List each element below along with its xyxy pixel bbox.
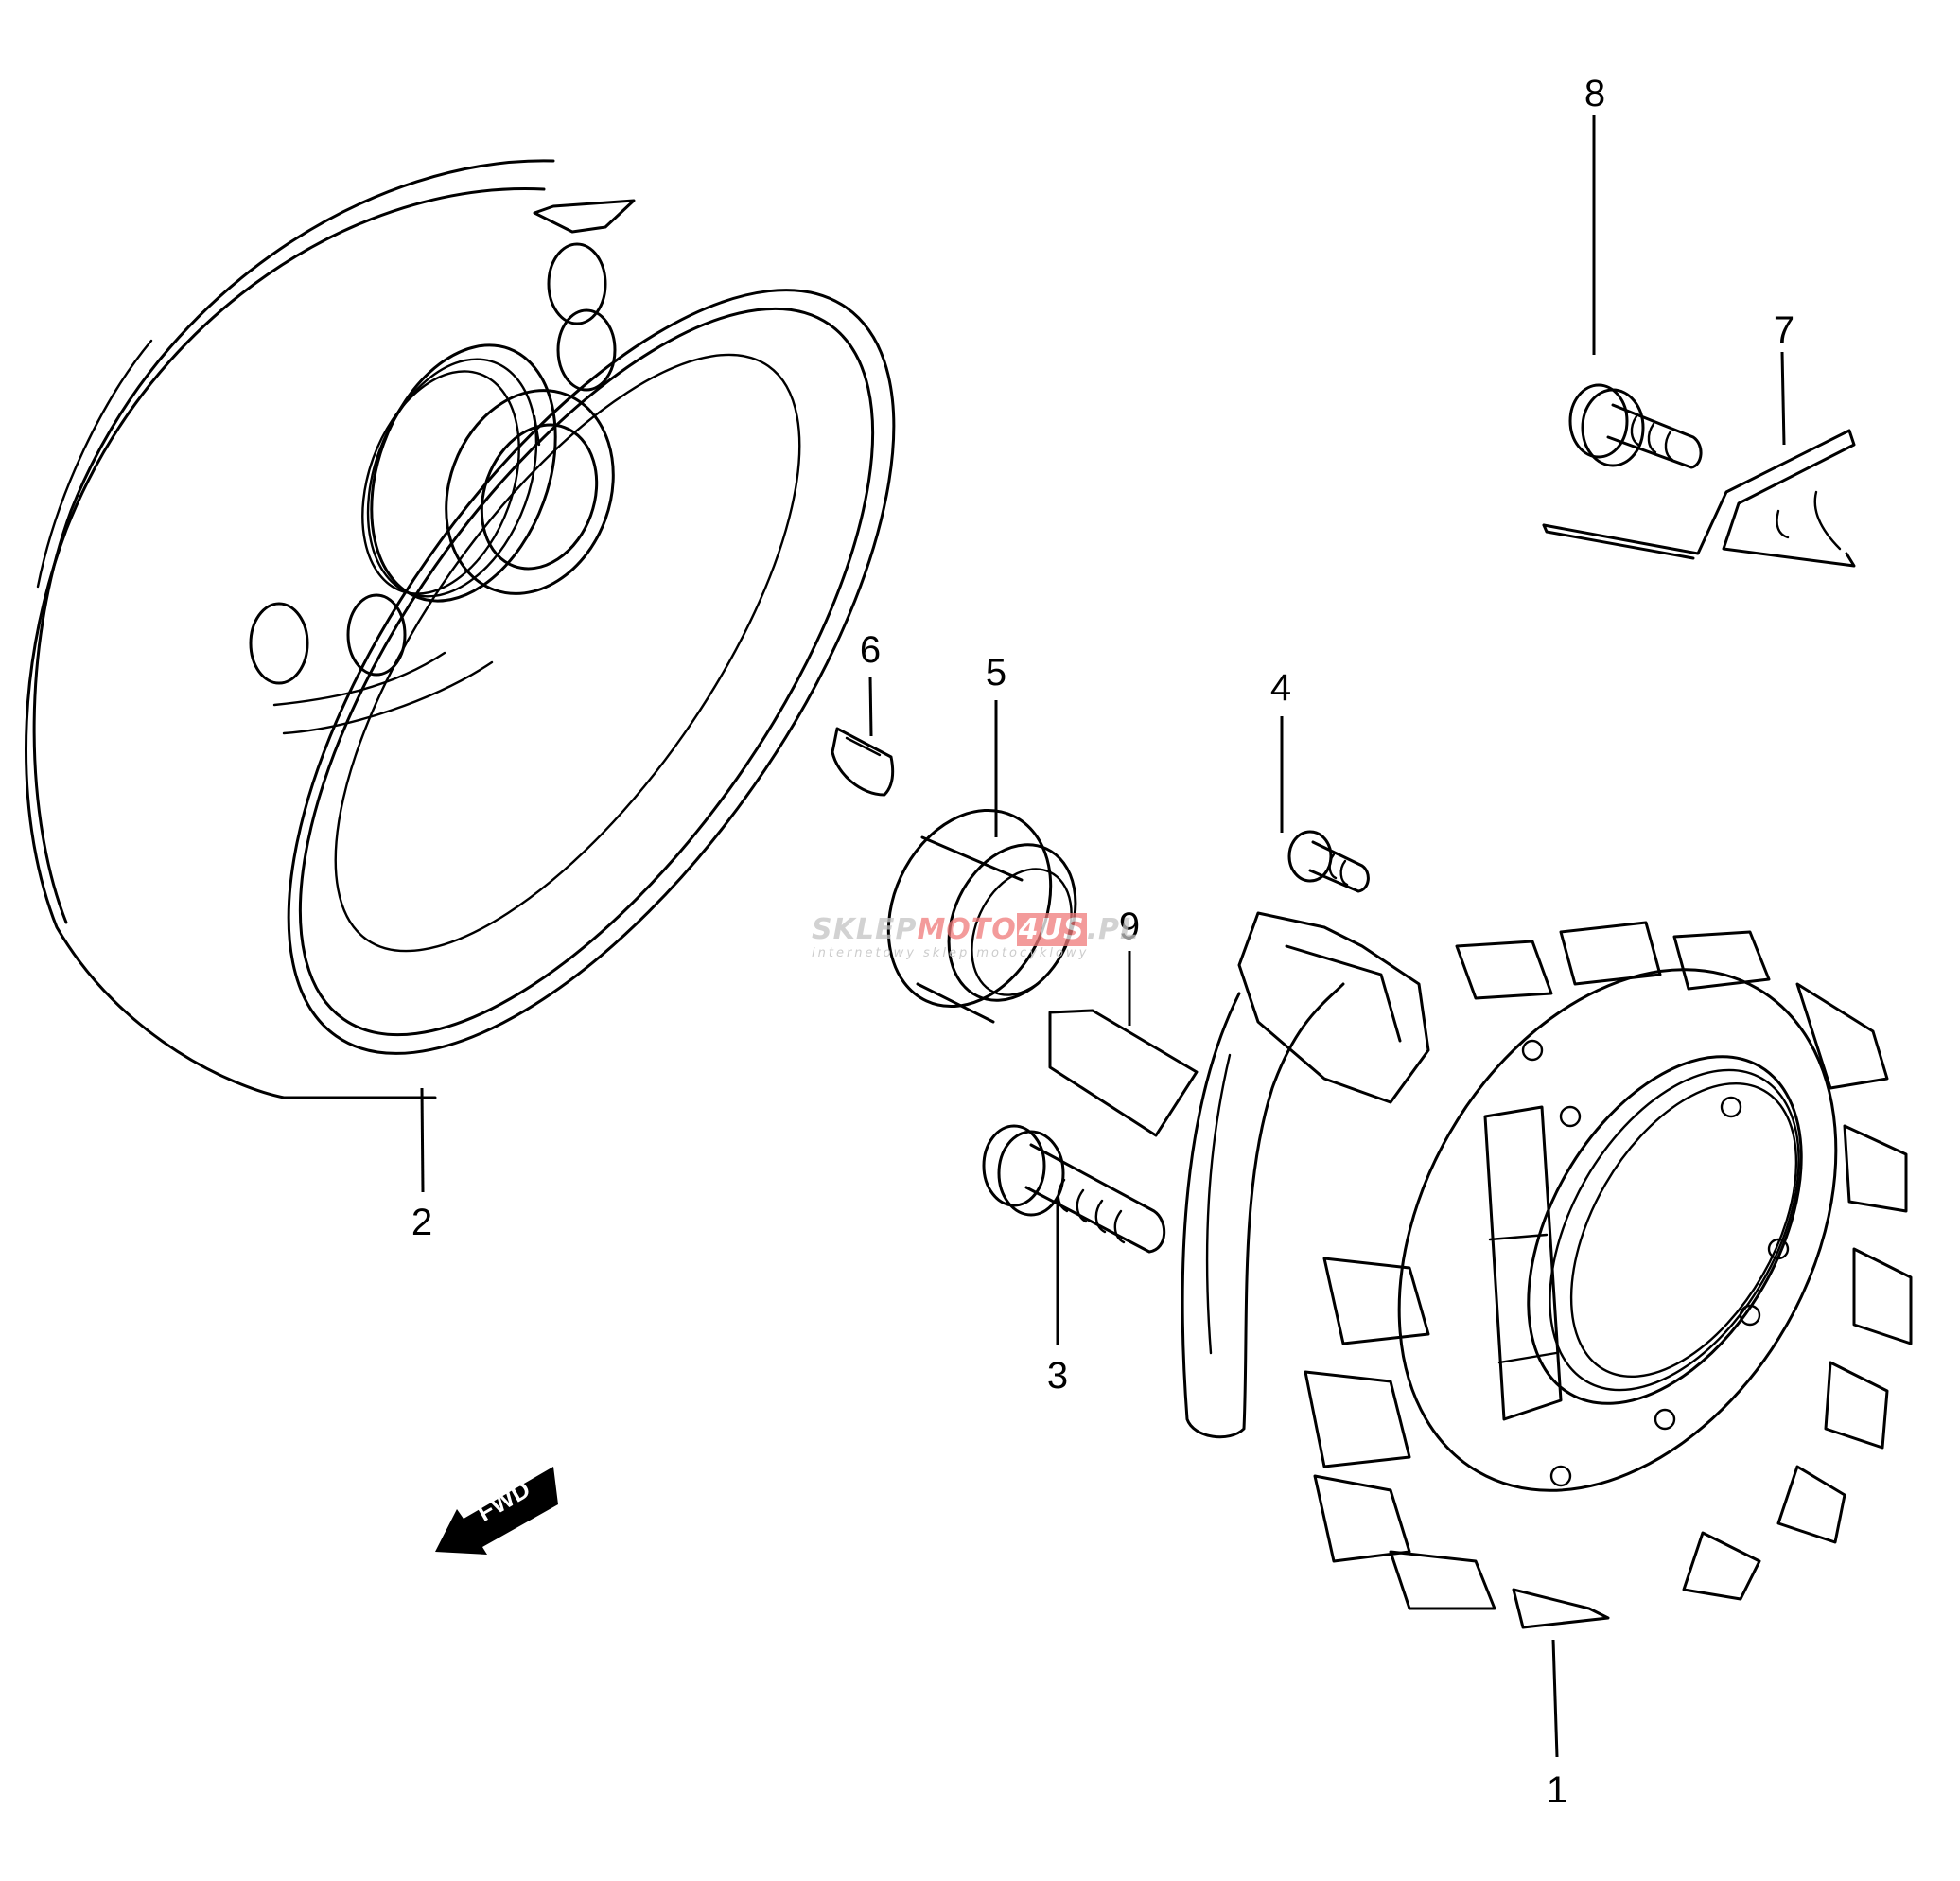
- clamp-part[interactable]: [1542, 429, 1856, 568]
- callout-2: 2: [411, 1202, 432, 1243]
- callout-3: 3: [1047, 1355, 1068, 1397]
- callout-5: 5: [986, 652, 1006, 694]
- rotor-hole: [346, 593, 407, 677]
- bolt-part-3[interactable]: [982, 1124, 1166, 1254]
- leader-line-7: [1780, 351, 1786, 446]
- callout-4: 4: [1270, 667, 1291, 709]
- rotor-hole: [556, 308, 617, 392]
- leader-line-1: [1551, 1639, 1559, 1758]
- bushing-part[interactable]: [858, 783, 1100, 1032]
- rotor-hole: [547, 242, 607, 325]
- key-part[interactable]: [831, 727, 895, 797]
- stator-coils: [1304, 921, 1913, 1629]
- callout-1: 1: [1547, 1769, 1567, 1811]
- stator-part[interactable]: [1181, 891, 1925, 1629]
- callout-7: 7: [1774, 309, 1794, 351]
- leader-line-2: [420, 1087, 425, 1193]
- rotor-boss: [361, 343, 615, 603]
- screw-part-4[interactable]: [1287, 830, 1370, 893]
- callout-9: 9: [1119, 905, 1140, 947]
- callout-8: 8: [1584, 73, 1605, 114]
- pad-part[interactable]: [1048, 1009, 1199, 1137]
- fwd-arrow-icon: [435, 1467, 558, 1555]
- leader-line-6: [868, 676, 873, 737]
- bolt-part-8[interactable]: [1568, 383, 1703, 469]
- rotor-part[interactable]: [25, 159, 1009, 1151]
- callout-6: 6: [860, 629, 881, 671]
- fwd-direction-indicator: FWD: [430, 1462, 563, 1556]
- rotor-hole: [249, 602, 309, 685]
